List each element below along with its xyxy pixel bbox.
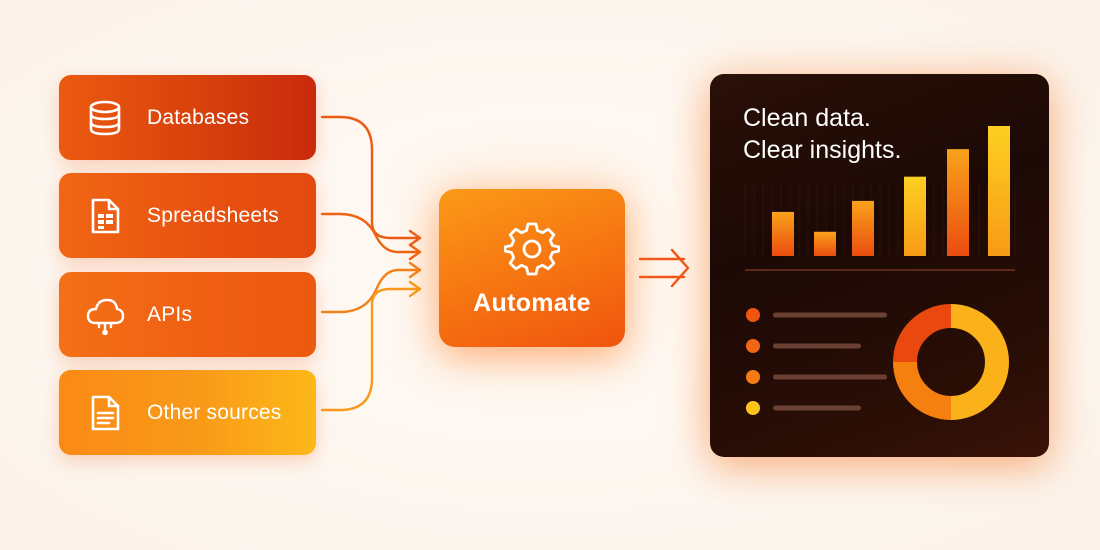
legend-line-3 bbox=[773, 374, 887, 380]
source-label: Databases bbox=[147, 105, 250, 129]
arrowhead-3 bbox=[408, 261, 422, 279]
automate-label: Automate bbox=[473, 289, 591, 317]
source-label: Other sources bbox=[147, 400, 282, 424]
database-icon bbox=[85, 98, 125, 138]
dashboard-chart bbox=[744, 126, 1016, 420]
donut-slice-2 bbox=[893, 361, 952, 420]
source-label: Spreadsheets bbox=[147, 203, 279, 227]
source-card-apis: APIs bbox=[59, 272, 316, 357]
legend-dot-1 bbox=[746, 308, 760, 322]
dashboard-headline: Clean data. Clear insights. bbox=[743, 102, 901, 166]
bar-2 bbox=[814, 231, 836, 256]
document-icon bbox=[85, 393, 125, 433]
connector-databases bbox=[320, 115, 422, 240]
legend-dot-4 bbox=[746, 401, 760, 415]
donut-chart bbox=[893, 304, 1009, 420]
bar-3 bbox=[852, 200, 874, 256]
arrowhead-2 bbox=[408, 243, 422, 261]
dashboard-panel: Clean data. Clear insights. bbox=[710, 74, 1049, 457]
headline-line-2: Clear insights. bbox=[743, 136, 902, 164]
headline-line-1: Clean data. bbox=[743, 104, 871, 132]
spreadsheet-icon bbox=[85, 196, 125, 236]
cloud-icon bbox=[85, 295, 125, 335]
legend-line-2 bbox=[773, 343, 861, 349]
legend-dot-3 bbox=[746, 370, 760, 384]
legend-line-4 bbox=[773, 405, 861, 411]
legend-dot-2 bbox=[746, 339, 760, 353]
arrowhead-1 bbox=[408, 229, 422, 247]
arrowhead-4 bbox=[408, 280, 422, 298]
connector-other-sources bbox=[320, 287, 422, 412]
donut-slice-1 bbox=[950, 304, 1009, 420]
connector-spreadsheets bbox=[320, 212, 422, 254]
connector-apis bbox=[320, 268, 422, 314]
bar-6 bbox=[988, 126, 1010, 256]
donut-slice-3 bbox=[893, 304, 952, 363]
bar-5 bbox=[947, 149, 969, 256]
source-card-other-sources: Other sources bbox=[59, 370, 316, 455]
source-label: APIs bbox=[147, 302, 193, 326]
legend-list bbox=[746, 308, 887, 415]
source-card-spreadsheets: Spreadsheets bbox=[59, 173, 316, 258]
output-arrowhead bbox=[670, 248, 690, 288]
bar-4 bbox=[904, 176, 926, 256]
bar-1 bbox=[772, 211, 794, 256]
source-card-databases: Databases bbox=[59, 75, 316, 160]
bar-series bbox=[772, 126, 1010, 256]
gear-icon bbox=[504, 221, 560, 277]
legend-line-1 bbox=[773, 312, 887, 318]
automate-box: Automate bbox=[439, 189, 625, 347]
